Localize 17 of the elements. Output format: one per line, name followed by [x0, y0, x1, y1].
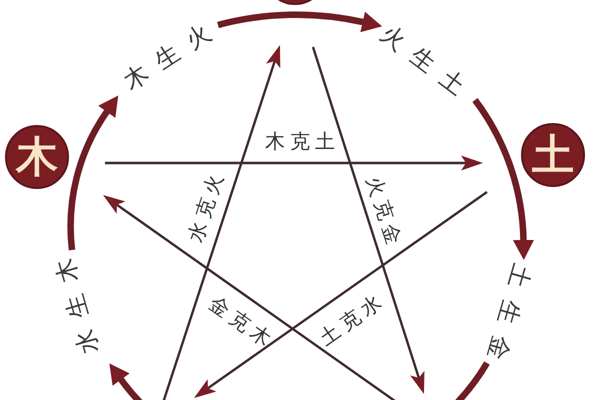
edge-label: 水克火: [183, 166, 227, 247]
curved-arrow: [472, 98, 534, 260]
arc-label: 水生木: [48, 243, 106, 369]
edge-label: 木克土: [264, 131, 340, 151]
curved-arrow: [67, 94, 118, 250]
arrow: [105, 156, 483, 170]
edge-label: 金克木: [203, 290, 278, 352]
element-circle: 土: [521, 123, 585, 187]
arrow: [194, 191, 488, 398]
arc-label: 木生火: [108, 13, 226, 101]
arc-label: 火生土: [366, 13, 480, 107]
arc-label: 土生金: [480, 249, 538, 375]
curved-arrow: [217, 12, 382, 32]
edge-label: 土克水: [313, 288, 388, 352]
arrow: [312, 46, 424, 394]
element-circle: 木: [5, 125, 69, 189]
edge-label: 火克金: [362, 172, 406, 252]
